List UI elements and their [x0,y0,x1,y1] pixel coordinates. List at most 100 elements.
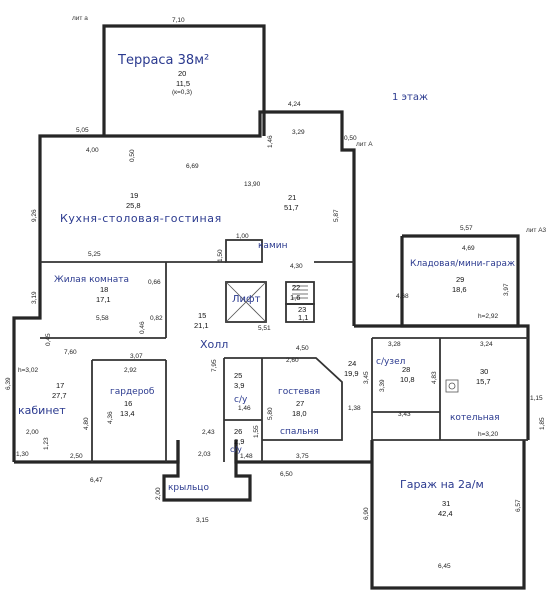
dim: 1,85 [539,417,546,430]
guest-area: 18,0 [292,409,307,418]
dim: 3,28 [388,341,401,348]
hall-area: 21,1 [194,321,209,330]
kitchen-area-right: 51,7 [284,203,299,212]
boiler-area: 15,7 [476,377,491,386]
lit-A: лит А [356,141,373,148]
guest-num: 27 [296,399,304,408]
kitchen-num-left: 19 [130,191,138,200]
guest-name: гостевая [278,387,320,397]
storage-area: 18,6 [452,285,467,294]
wardrobe-name: гардероб [110,387,155,397]
dim: 1,00 [236,233,249,240]
dim: 4,30 [290,263,303,270]
bath-num: 28 [402,365,410,374]
r24-num: 24 [348,359,356,368]
dim: 2,50 [70,453,83,460]
room-numbers: 20 11,5 (к=0,3) 19 25,8 21 51,7 18 17,1 … [18,69,498,518]
dim: 5,58 [96,315,109,322]
dim: 0,50 [344,135,357,142]
boiler-icon [445,379,459,393]
storage-name: Кладовая/мини-гараж [410,259,515,269]
dim: 4,36 [107,411,114,424]
fireplace-name: камин [258,241,288,251]
dim: 1,38 [348,405,361,412]
dim: 6,69 [186,163,199,170]
dim: 0,45 [45,333,52,346]
floor-label: 1 этаж [392,92,428,103]
r24-area: 19,9 [344,369,359,378]
dim: 5,57 [460,225,473,232]
dim: 13,90 [244,181,261,188]
terrace-name: Терраса 38м² [117,53,209,68]
kitchen-area-left: 25,8 [126,201,141,210]
dim: 2,00 [26,429,39,436]
dim: 9,26 [31,209,38,222]
dim: 3,39 [379,379,386,392]
dim: 2,03 [198,451,211,458]
dim: 7,10 [172,17,185,24]
dim: 2,92 [124,367,137,374]
storage-num: 29 [456,275,464,284]
dim: 2,00 [155,487,162,500]
dim: 3,97 [503,283,510,296]
living-num: 18 [100,285,108,294]
terrace-area: 11,5 [176,79,190,88]
office-area: 27,7 [52,391,67,400]
guest-name-2: спальня [280,427,319,437]
dimensions: 7,10 4,24 5,05 3,29 0,50 1,46 4,00 0,50 … [5,17,546,570]
dim: 4,83 [431,371,438,384]
dim: 3,29 [292,129,305,136]
dim: 1,48 [240,453,253,460]
wc2-name: с/у [230,445,242,454]
porch-name: крыльцо [168,483,209,493]
dim: 5,87 [333,209,340,222]
dim: 1,55 [253,425,260,438]
garage-area: 42,4 [438,509,453,518]
dim: 1,50 [217,249,224,262]
dim: 0,82 [150,315,163,322]
kitchen-name: Кухня-столовая-гостиная [60,212,222,225]
dim: 1,23 [43,437,50,450]
bath-name: с/узел [376,357,405,367]
dim: 6,47 [90,477,103,484]
lift-cross [225,281,267,323]
dim: 4,80 [83,417,90,430]
office-name: кабинет [18,404,66,417]
boiler-h: h=3,20 [478,431,498,438]
wardrobe-num: 16 [124,399,132,408]
dim: 1,46 [267,135,274,148]
garage-name: Гараж на 2а/м [400,478,484,491]
interior-walls [40,239,528,462]
boiler-name: котельная [450,413,500,423]
dim: 6,50 [280,471,293,478]
dim: 0,66 [148,279,161,286]
dim: 5,05 [76,127,89,134]
boiler-num: 30 [480,367,488,376]
dim: 1,30 [16,451,29,458]
dim: 5,51 [258,325,271,332]
dim: 2,43 [202,429,215,436]
hall-num: 15 [198,311,206,320]
stairs [292,285,308,299]
terrace-note: (к=0,3) [172,89,192,96]
wc2-area: 2,9 [234,437,244,446]
living-area: 17,1 [96,295,111,304]
lit-A3: лит А3 [526,227,547,234]
dim: 3,43 [398,411,411,418]
dim: 6,45 [438,563,451,570]
dim: 0,50 [129,149,136,162]
lift-name: Лифт [232,294,261,305]
wc1-name: с/у [234,395,248,405]
r22-area: 1,6 [290,293,300,302]
dim: 4,24 [288,101,301,108]
wc1-num: 25 [234,371,242,380]
wardrobe-area: 13,4 [120,409,135,418]
storage-h: h=2,92 [478,313,498,320]
bath-area: 10,8 [400,375,415,384]
dim: 3,24 [480,341,493,348]
dim: 6,90 [363,507,370,520]
exterior-walls [12,24,530,590]
dim: 3,19 [31,291,38,304]
hall-name: Холл [200,338,228,351]
